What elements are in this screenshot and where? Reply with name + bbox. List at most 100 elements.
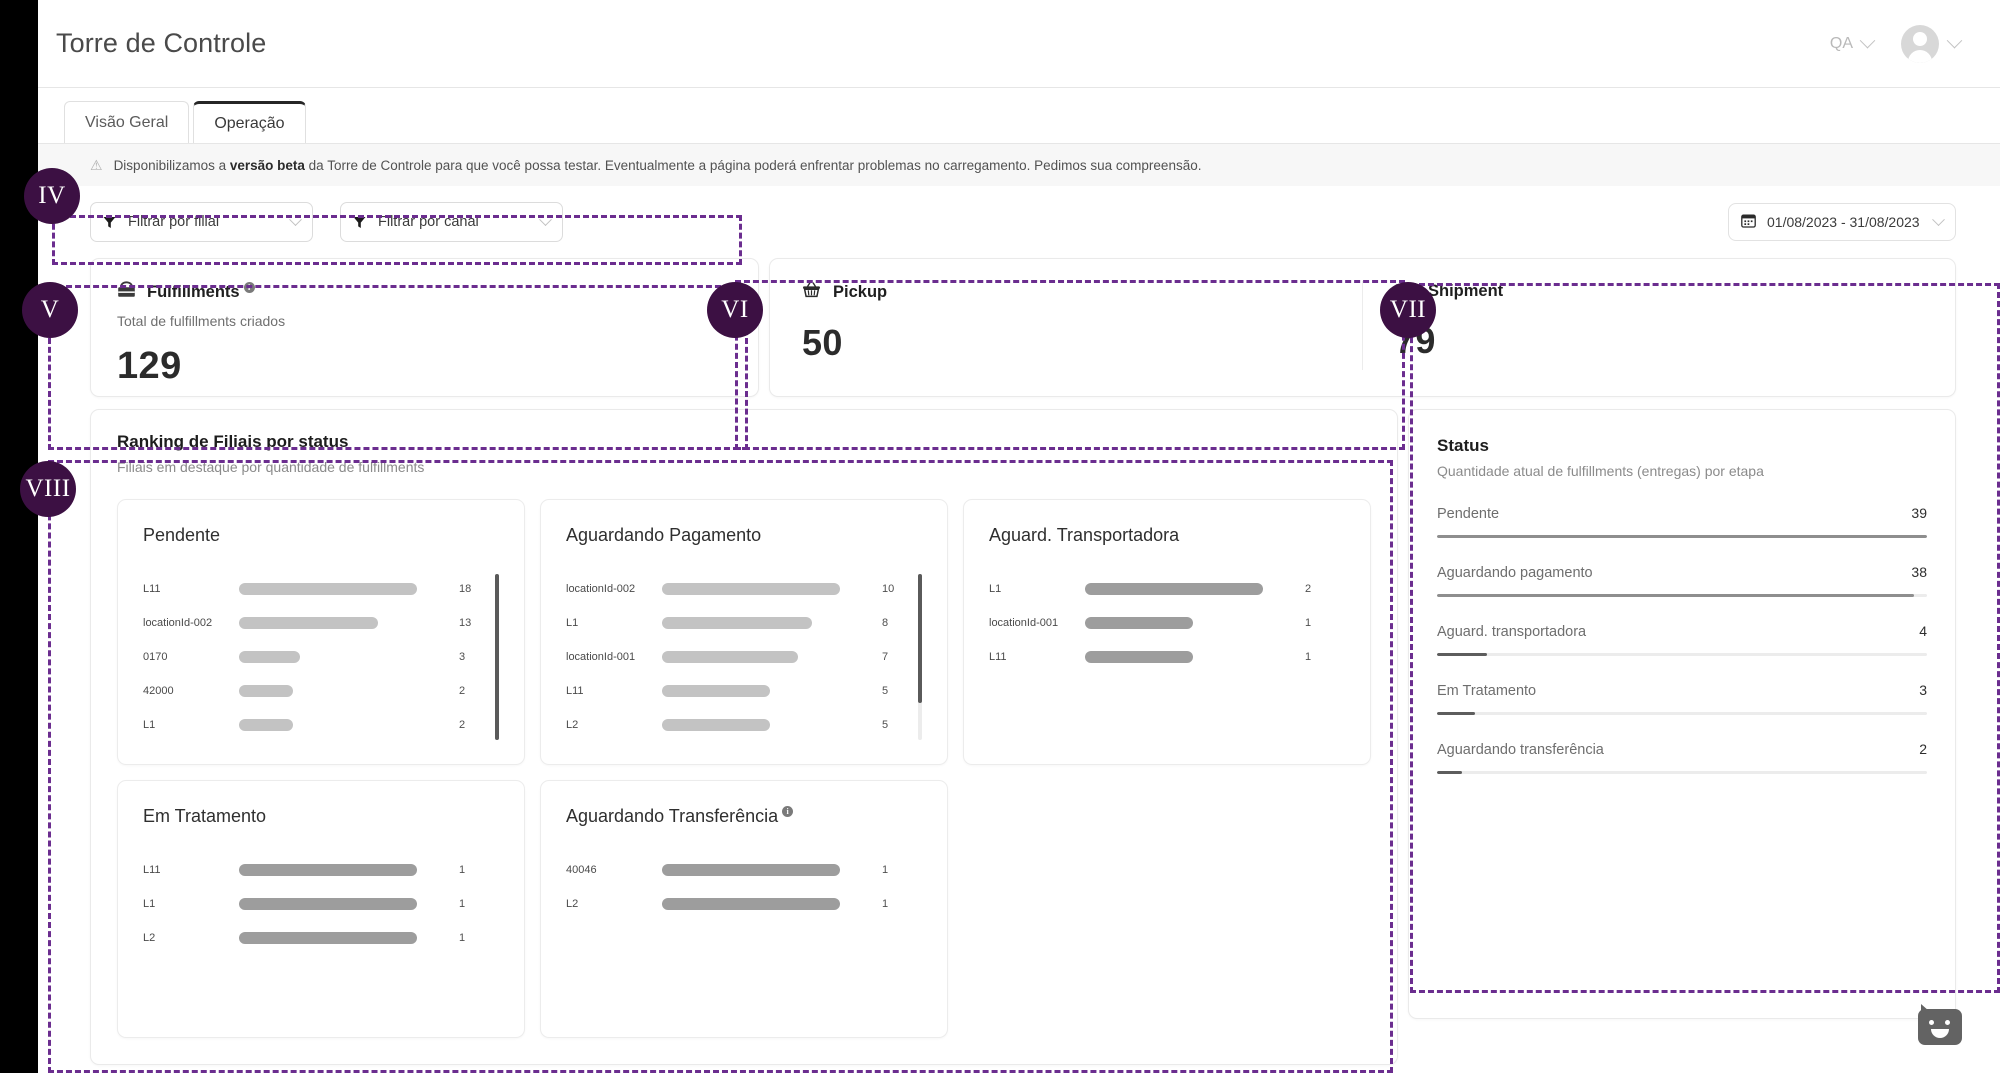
header-right-group: QA: [1830, 24, 1963, 63]
status-bar-track: [1437, 653, 1927, 656]
rank-bar-track: [662, 583, 872, 595]
status-bar-fill: [1437, 594, 1915, 597]
beta-banner: ⚠ Disponibilizamos a versão beta da Torr…: [38, 144, 2000, 186]
status-bar-track: [1437, 712, 1927, 715]
status-item-value: 38: [1911, 564, 1927, 580]
status-item-value: 3: [1919, 682, 1927, 698]
pickup-value: 50: [802, 322, 843, 363]
date-range-picker[interactable]: 01/08/2023 - 31/08/2023: [1728, 203, 1956, 241]
channel-breakdown-card: Pickup 50: [769, 258, 1956, 397]
pickup-label: Pickup: [833, 283, 888, 301]
status-item: Aguardando pagamento 38: [1437, 564, 1927, 597]
rank-row-label: L11: [143, 583, 161, 595]
chevron-down-icon: [289, 212, 302, 226]
status-item-head: Em Tratamento 3: [1437, 682, 1927, 699]
filter-channel-label: Filtrar por canal: [378, 214, 479, 230]
rank-scrollbar-thumb[interactable]: [495, 574, 499, 740]
rank-row-label: L1: [143, 898, 156, 910]
rank-row-value: 1: [1305, 617, 1312, 629]
rank-bar: [662, 651, 798, 663]
account-selector[interactable]: QA: [1830, 32, 1876, 53]
status-item-value: 2: [1919, 741, 1927, 757]
rank-scrollbar[interactable]: [918, 574, 922, 740]
ranking-card: Ranking de Filiais por status Filiais em…: [90, 409, 1398, 1065]
rank-row: locationId-002 10: [566, 572, 908, 606]
rank-bar: [662, 583, 840, 595]
status-item-label: Aguardando transferência: [1437, 742, 1604, 758]
rank-row-label: locationId-002: [566, 583, 636, 595]
tab-operacao[interactable]: Operação: [193, 101, 306, 143]
status-item-value: 4: [1919, 623, 1927, 639]
rank-row-value: 10: [882, 583, 895, 595]
rank-bar: [239, 685, 293, 697]
user-menu[interactable]: [1901, 24, 1963, 63]
rank-scrollbar-thumb[interactable]: [918, 574, 922, 704]
status-bar-fill: [1437, 653, 1488, 656]
status-bar-fill: [1437, 771, 1463, 774]
rank-bar-track: [239, 685, 449, 697]
filter-channel-select[interactable]: Filtrar por canal: [340, 202, 563, 242]
beta-banner-text: Disponibilizamos a versão beta da Torre …: [113, 157, 1202, 173]
status-title: Status: [1437, 436, 1489, 455]
rank-bar-track: [239, 864, 449, 876]
rank-bar-track: [662, 898, 872, 910]
rank-bar: [239, 932, 417, 944]
rank-bar: [239, 617, 379, 629]
rank-bar-track: [662, 617, 872, 629]
status-item-label: Aguardando pagamento: [1437, 565, 1593, 581]
rank-scrollbar[interactable]: [495, 574, 499, 740]
rank-bar-track: [662, 685, 872, 697]
truck-icon: [1395, 281, 1416, 302]
info-icon[interactable]: i: [782, 806, 794, 817]
tab-bar: Visão Geral Operação: [38, 88, 2000, 144]
bag-icon: [117, 281, 136, 304]
filters-toolbar: Filtrar por filial Filtrar por canal: [38, 186, 2000, 258]
rank-row-label: 40046: [566, 864, 597, 876]
rank-row-label: locationId-001: [989, 617, 1059, 629]
chevron-down-icon: [1932, 212, 1945, 226]
status-item: Aguardando transferência 2: [1437, 741, 1927, 774]
status-item-label: Em Tratamento: [1437, 683, 1537, 699]
rank-row-value: 1: [459, 864, 466, 876]
chevron-down-icon: [1946, 32, 1963, 49]
filter-branch-select[interactable]: Filtrar por filial: [90, 202, 313, 242]
info-icon[interactable]: i: [243, 282, 255, 293]
rank-row-label: 42000: [143, 685, 174, 697]
rank-bar: [239, 583, 417, 595]
rank-bar-track: [1085, 617, 1295, 629]
status-item-head: Aguardando transferência 2: [1437, 741, 1927, 758]
rank-bar-track: [1085, 583, 1295, 595]
rank-bar: [239, 651, 301, 663]
rank-row-value: 5: [882, 685, 889, 697]
tab-visao-geral[interactable]: Visão Geral: [64, 101, 190, 143]
smiley-icon: [1929, 1020, 1950, 1025]
rank-bar: [239, 864, 417, 876]
rank-bar: [1085, 583, 1263, 595]
status-bar-fill: [1437, 712, 1475, 715]
fulfillments-subtitle: Total de fulfillments criados: [117, 313, 286, 329]
rank-card-title: Pendente: [143, 525, 221, 545]
rank-row-value: 1: [882, 898, 889, 910]
status-subtitle: Quantidade atual de fulfillments (entreg…: [1437, 463, 1764, 479]
rank-bar-track: [239, 651, 449, 663]
feedback-button[interactable]: [1918, 1004, 1962, 1045]
app-header: Torre de Controle QA: [38, 0, 2000, 88]
